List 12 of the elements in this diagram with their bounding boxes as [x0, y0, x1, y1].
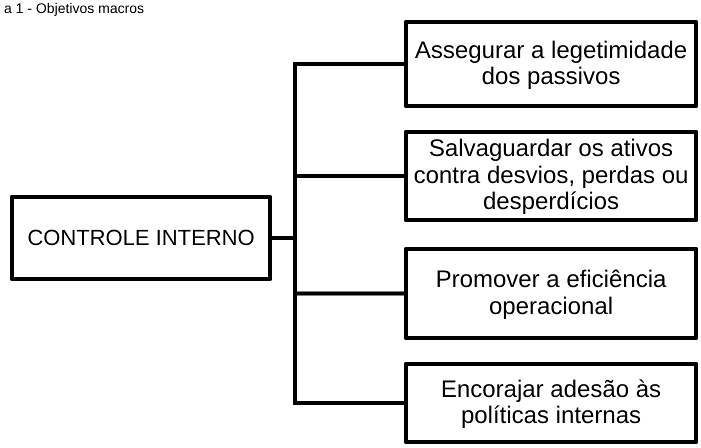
- connector-line: [272, 236, 404, 405]
- objective-box: [404, 247, 698, 340]
- box-text: CONTROLE INTERNO: [27, 226, 255, 250]
- box-text: Salvaguardar os ativos contra desvios, perdas ou desperdícios: [412, 136, 690, 216]
- root-box: [10, 195, 272, 281]
- objective-box: [404, 130, 698, 222]
- objective-box: [404, 362, 698, 444]
- figure-title: a 1 - Objetivos macros: [4, 0, 144, 16]
- box-text: Promover a eficiência operacional: [434, 267, 668, 320]
- objective-box: [404, 20, 698, 108]
- box-text: Encorajar adesão às políticas internas: [440, 376, 662, 430]
- box-text: Assegurar a legetimidade dos passivos: [414, 38, 688, 90]
